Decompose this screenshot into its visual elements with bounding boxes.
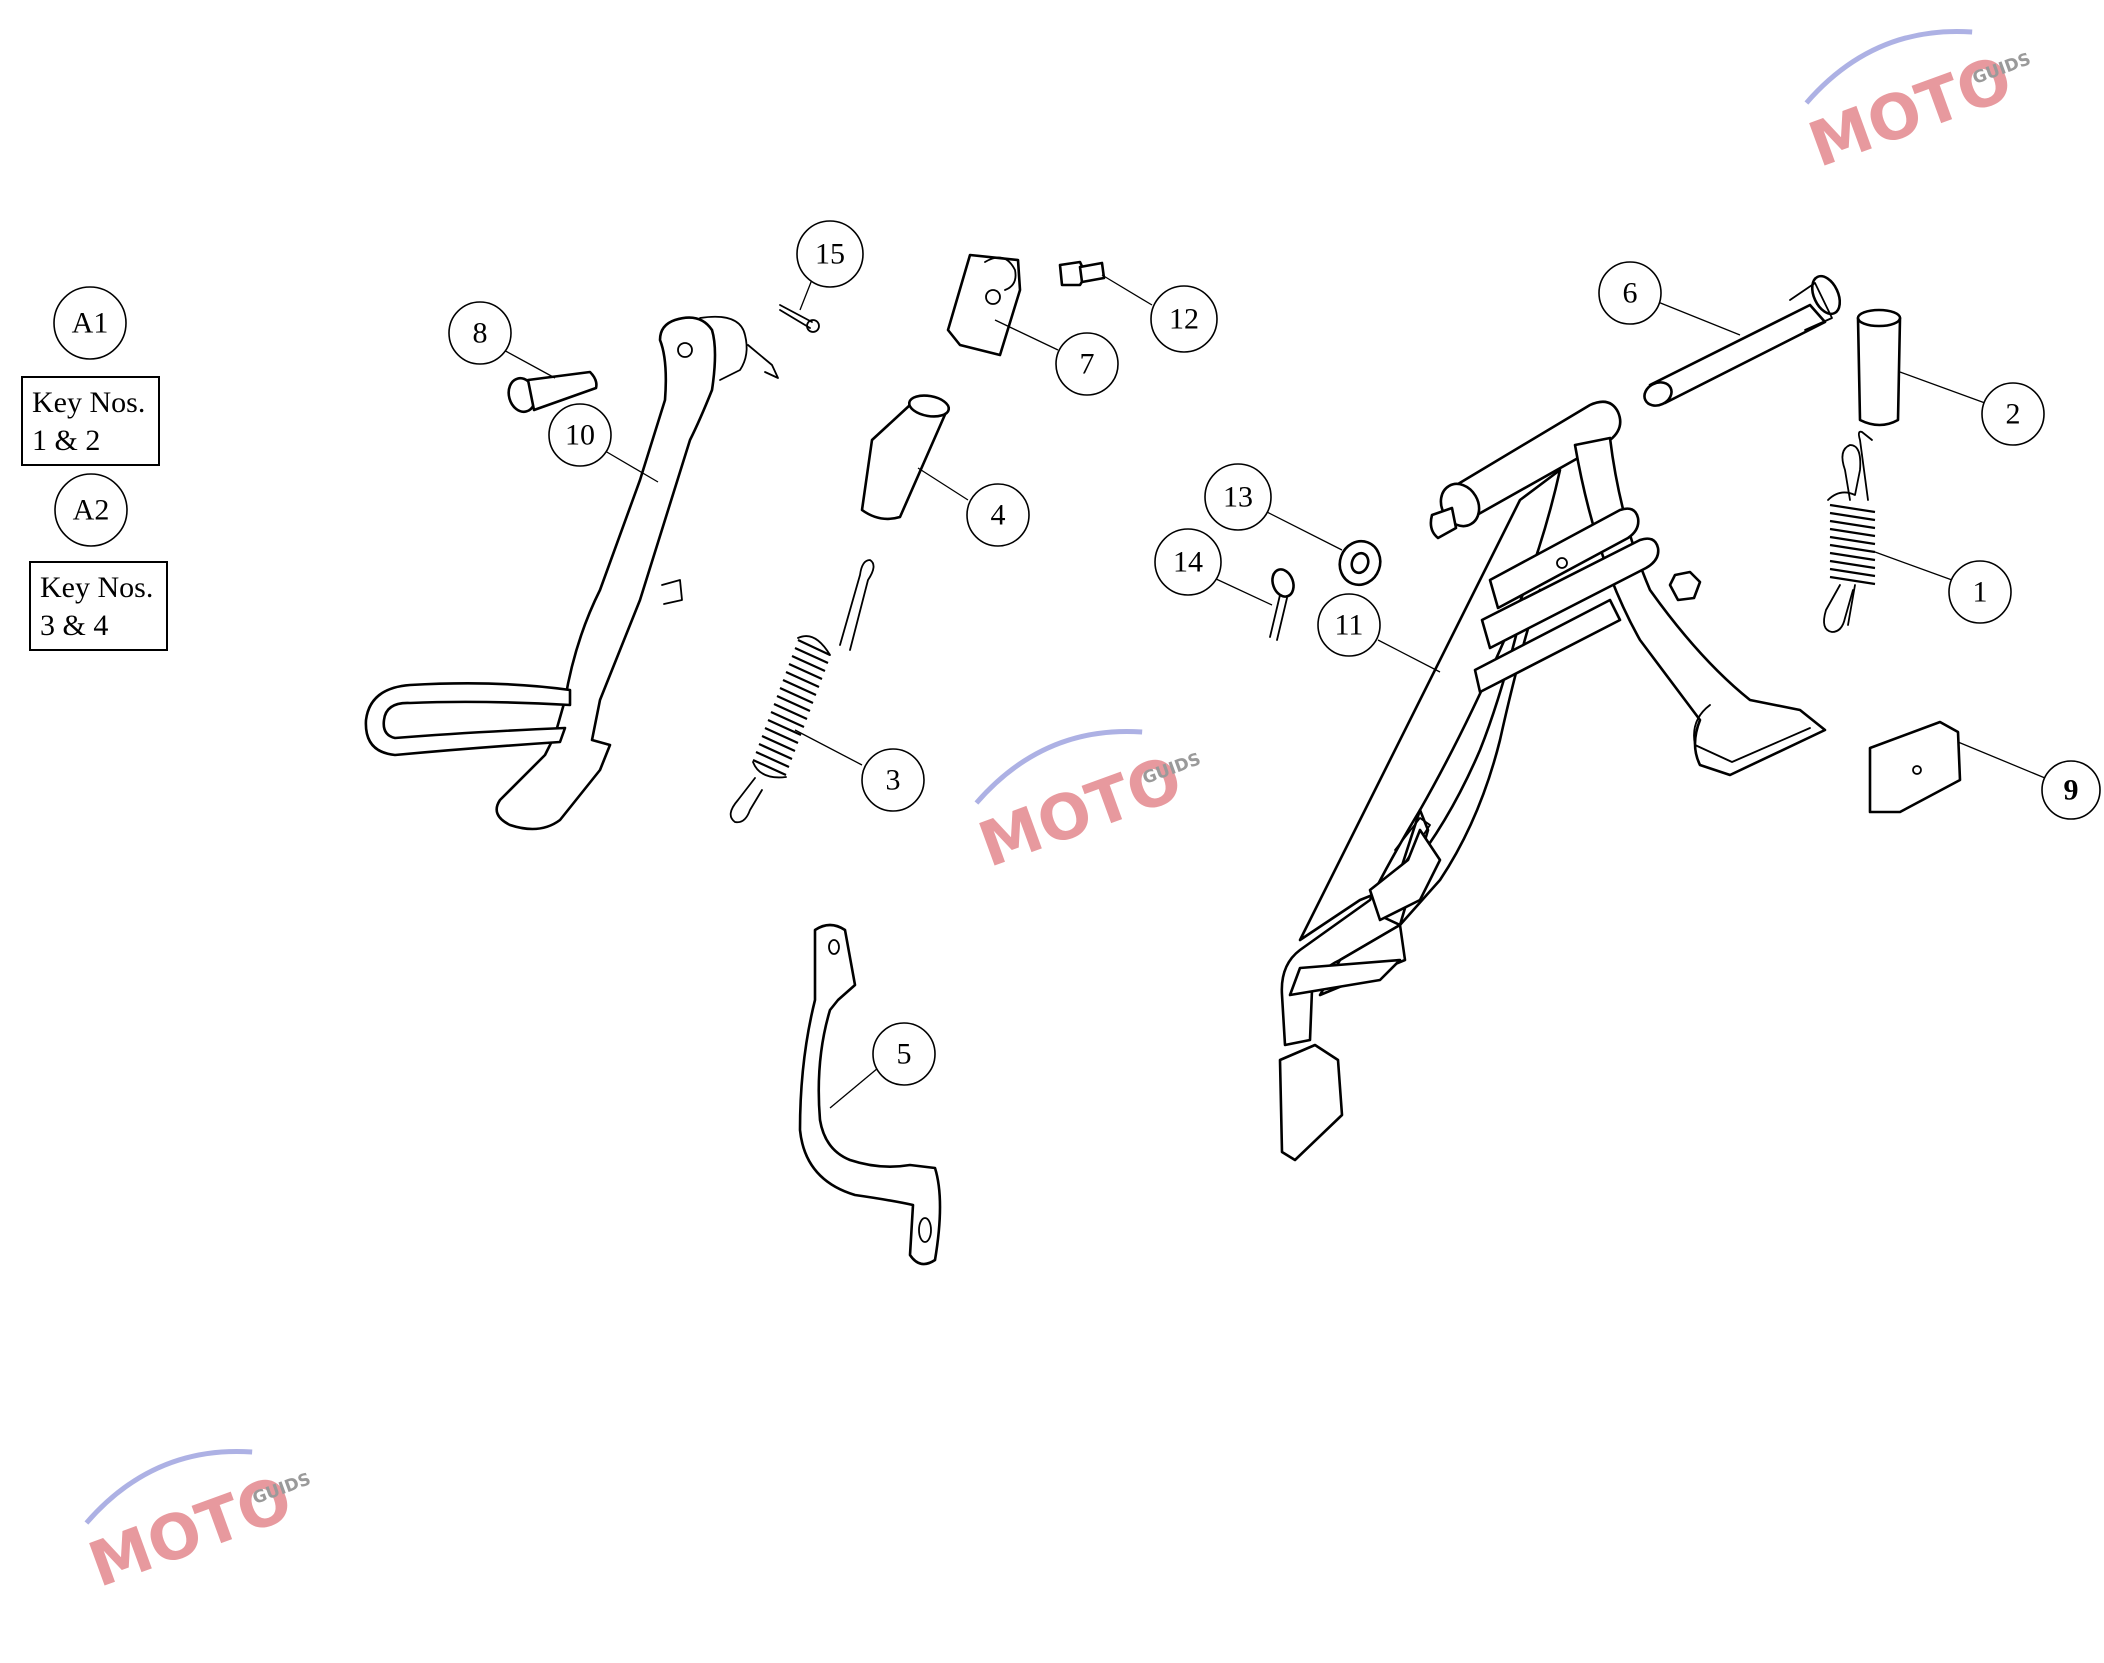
centre-stand-part-11 — [1278, 400, 1827, 1162]
legend-a2-box — [29, 561, 168, 651]
leader-1 — [1874, 551, 1953, 581]
callout-15: 15 — [815, 238, 845, 271]
watermark-bottom-left: MOTO GUIDS — [79, 1448, 314, 1602]
washer-part-13 — [1338, 539, 1382, 587]
leader-9 — [1957, 741, 2046, 779]
callout-8: 8 — [473, 317, 488, 350]
bush-part-2 — [1856, 308, 1902, 427]
callout-14: 14 — [1173, 546, 1203, 579]
callout-2-circle — [1981, 382, 2045, 446]
leader-8 — [499, 347, 556, 379]
split-pin-part-14 — [1269, 568, 1295, 641]
callout-13: 13 — [1223, 481, 1253, 514]
watermark-brand: MOTO — [79, 1461, 301, 1601]
plate-part-9 — [1868, 720, 1962, 814]
legend-a1-line1: Key Nos. — [32, 386, 145, 419]
callout-1: 1 — [1973, 576, 1988, 609]
bracket-bar-part-5 — [798, 923, 942, 1266]
leader-14 — [1213, 577, 1273, 606]
leader-4 — [917, 467, 969, 501]
callout-5-circle — [872, 1022, 936, 1086]
callout-9: 9 — [2064, 774, 2079, 807]
legend-a2-circle — [54, 473, 128, 547]
callout-11-circle — [1317, 593, 1381, 657]
callout-12-circle — [1150, 285, 1218, 353]
leader-6 — [1657, 301, 1741, 336]
callout-10-circle — [548, 403, 612, 467]
legend-a1-circle — [53, 286, 127, 360]
watermark-center: MOTO GUIDS — [969, 728, 1204, 882]
callout-9-circle — [2041, 760, 2101, 820]
leader-2 — [1899, 371, 1986, 404]
callout-7: 7 — [1080, 348, 1095, 381]
split-pin-part-15 — [779, 304, 820, 333]
spring-part-1 — [1823, 430, 1876, 633]
leader-5 — [829, 1067, 879, 1109]
callout-8-circle — [448, 301, 512, 365]
watermark-brand: MOTO — [969, 741, 1191, 881]
leader-3 — [794, 729, 863, 766]
leader-11 — [1377, 639, 1441, 673]
legend-a2-line1: Key Nos. — [40, 571, 153, 604]
callouts: 8 10 15 7 12 4 3 5 6 2 1 9 — [448, 220, 2101, 1109]
legend-a2-line2: 3 & 4 — [40, 609, 108, 642]
legend-a1-ref: A1 — [72, 307, 109, 340]
callout-14-circle — [1154, 528, 1222, 596]
legend-a1-box — [21, 376, 160, 466]
legend: A1 Key Nos. 1 & 2 A2 Key Nos. 3 & 4 — [21, 286, 168, 651]
callout-11: 11 — [1335, 609, 1364, 642]
callout-1-circle — [1948, 560, 2012, 624]
callout-4-circle — [966, 483, 1030, 547]
legend-a2-ref: A2 — [73, 494, 110, 527]
legend-a1-line2: 1 & 2 — [32, 424, 100, 457]
spring-part-3 — [729, 559, 875, 824]
callout-10: 10 — [565, 419, 595, 452]
watermark-brand: MOTO — [1799, 41, 2021, 181]
callout-15-circle — [796, 220, 864, 288]
leader-10 — [599, 447, 659, 483]
leader-13 — [1262, 509, 1343, 551]
callout-6-circle — [1598, 261, 1662, 325]
pin-part-8 — [507, 370, 598, 414]
callout-3-circle — [861, 748, 925, 812]
watermark-top-right: MOTO GUIDS — [1799, 28, 2034, 182]
leader-12 — [1101, 274, 1153, 306]
callout-13-circle — [1204, 463, 1272, 531]
sleeve-part-4 — [860, 394, 951, 521]
callout-2: 2 — [2006, 398, 2021, 431]
callout-4: 4 — [991, 499, 1006, 532]
callout-7-circle — [1055, 332, 1119, 396]
callout-6: 6 — [1623, 277, 1638, 310]
callout-5: 5 — [897, 1038, 912, 1071]
axle-part-6 — [1643, 274, 1842, 407]
bracket-part-7 — [946, 253, 1022, 357]
callout-3: 3 — [886, 764, 901, 797]
bolt-part-12 — [1058, 260, 1106, 287]
leader-7 — [994, 319, 1059, 351]
side-stand-part-10 — [364, 315, 779, 831]
callout-12: 12 — [1169, 303, 1199, 336]
